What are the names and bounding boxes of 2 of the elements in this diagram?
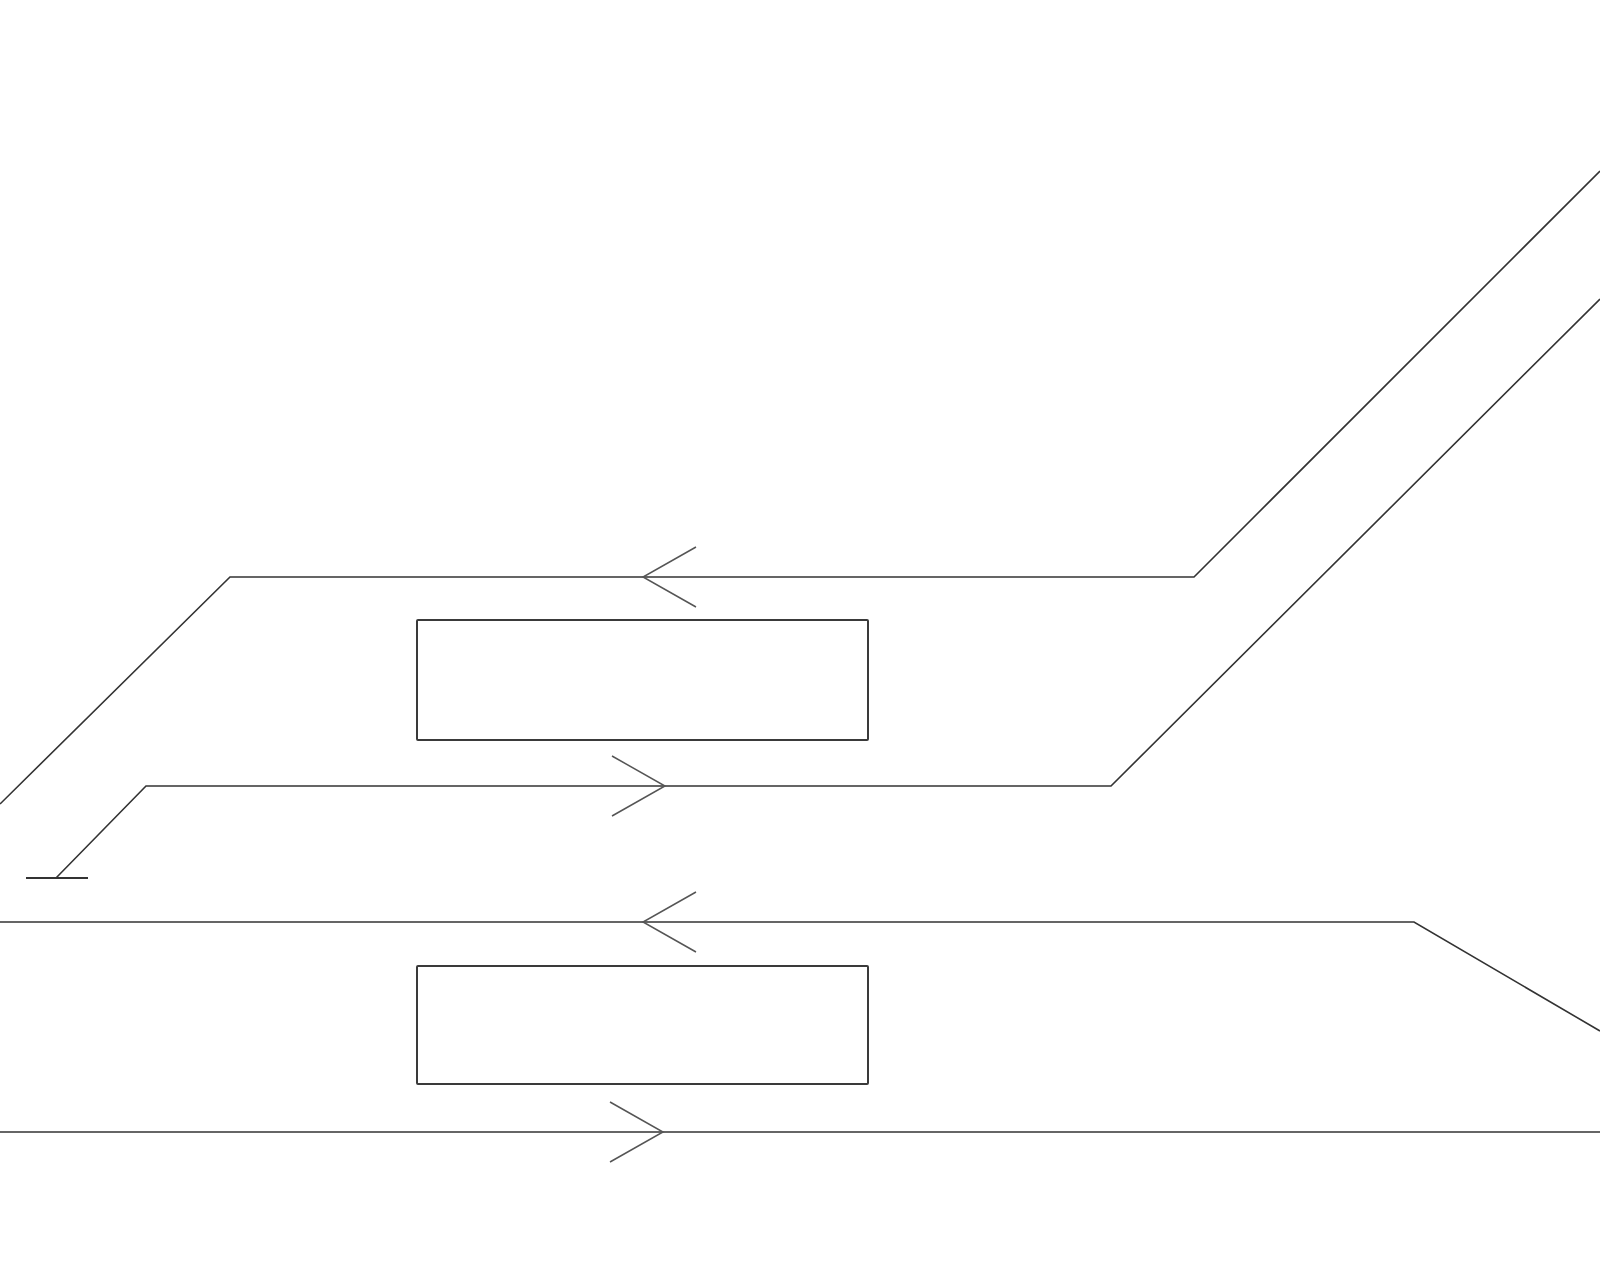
platform-box: [416, 619, 869, 741]
platform-box: [416, 965, 869, 1085]
